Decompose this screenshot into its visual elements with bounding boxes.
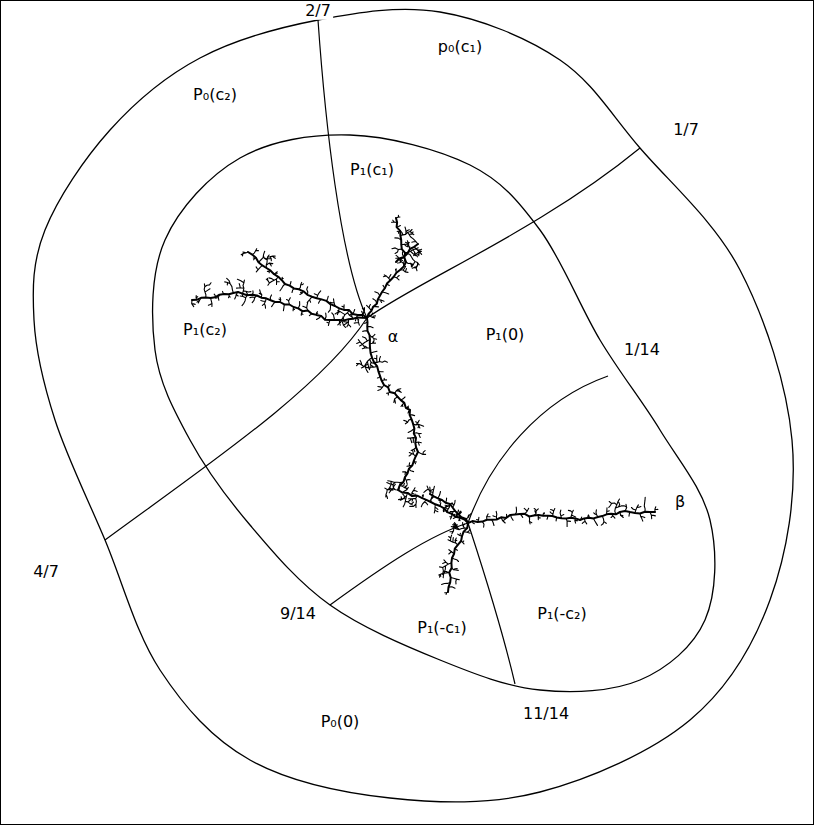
external-ray <box>468 523 515 684</box>
external-ray <box>468 376 608 523</box>
ray-angle: 1/7 <box>671 121 701 139</box>
external-ray <box>105 318 367 540</box>
point-label: β <box>673 493 687 511</box>
point-label: α <box>386 328 401 346</box>
julia-set <box>192 215 658 594</box>
piece-label: P₀(c₂) <box>191 86 239 104</box>
inner-equipotential <box>153 135 715 692</box>
piece-label: P₁(-c₂) <box>535 605 589 623</box>
ray-angle: 4/7 <box>31 563 61 581</box>
outer-equipotential <box>33 9 793 802</box>
ray-angle: 1/14 <box>622 341 662 359</box>
ray-angle: 11/14 <box>521 705 571 723</box>
julia-spine <box>192 218 655 592</box>
piece-label: p₀(c₁) <box>436 38 484 56</box>
ray-angle: 9/14 <box>278 605 318 623</box>
julia-twigs <box>192 215 658 594</box>
piece-label: P₁(c₂) <box>181 321 229 339</box>
ray-angle: 2/7 <box>303 2 333 20</box>
piece-label: P₁(c₁) <box>348 161 396 179</box>
piece-label: P₁(-c₁) <box>415 619 469 637</box>
piece-label: P₀(0) <box>319 713 362 731</box>
piece-label: P₁(0) <box>484 326 527 344</box>
